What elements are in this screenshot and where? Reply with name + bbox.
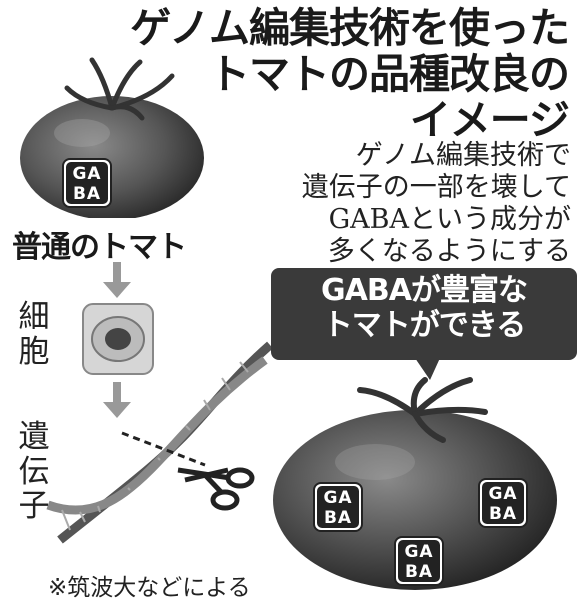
callout-pointer: [415, 358, 440, 380]
arrow-down-icon: [103, 382, 131, 418]
description-line-3: GABAという成分が: [328, 203, 571, 235]
description-line-4: 多くなるようにする: [327, 235, 571, 267]
title-line-2: トマトの品種改良の: [209, 49, 570, 98]
title-line-3: イメージ: [409, 95, 570, 144]
callout-line-2: トマトができる: [322, 307, 526, 343]
cell-icon: [82, 303, 154, 375]
cut-line: [121, 431, 206, 467]
gaba-badge: GA BA: [478, 478, 528, 528]
result-callout: GABAが豊富な トマトができる: [271, 268, 577, 360]
description-line-1: ゲノム編集技術で: [355, 140, 571, 171]
gaba-badge: GA BA: [62, 158, 112, 208]
cell-label: 細 胞: [18, 299, 50, 370]
gaba-rich-tomato-illustration: [273, 377, 557, 590]
tomato-stem: [357, 377, 488, 443]
description-line-2: 遺伝子の一部を壊して: [301, 171, 571, 203]
gaba-badge: GA BA: [313, 482, 363, 532]
normal-tomato-label: 普通のトマト: [12, 230, 187, 265]
tomato-body: [273, 410, 557, 590]
callout-line-1: GABAが豊富な: [321, 273, 528, 308]
gaba-badge: GA BA: [394, 536, 444, 586]
diagram-title: ゲノム編集技術を使った トマトの品種改良の イメージ: [99, 4, 570, 144]
description-text: ゲノム編集技術で 遺伝子の一部を壊して GABAという成分が 多くなるようにする: [201, 140, 571, 267]
scissors-icon: [177, 467, 255, 511]
tomato-stem: [64, 57, 175, 121]
dna-helix-icon: [46, 341, 273, 544]
title-line-1: ゲノム編集技術を使った: [130, 4, 570, 52]
gene-label: 遺 伝 子: [18, 419, 50, 525]
source-footnote: ※筑波大などによる: [48, 575, 251, 601]
arrow-down-icon: [103, 262, 131, 298]
